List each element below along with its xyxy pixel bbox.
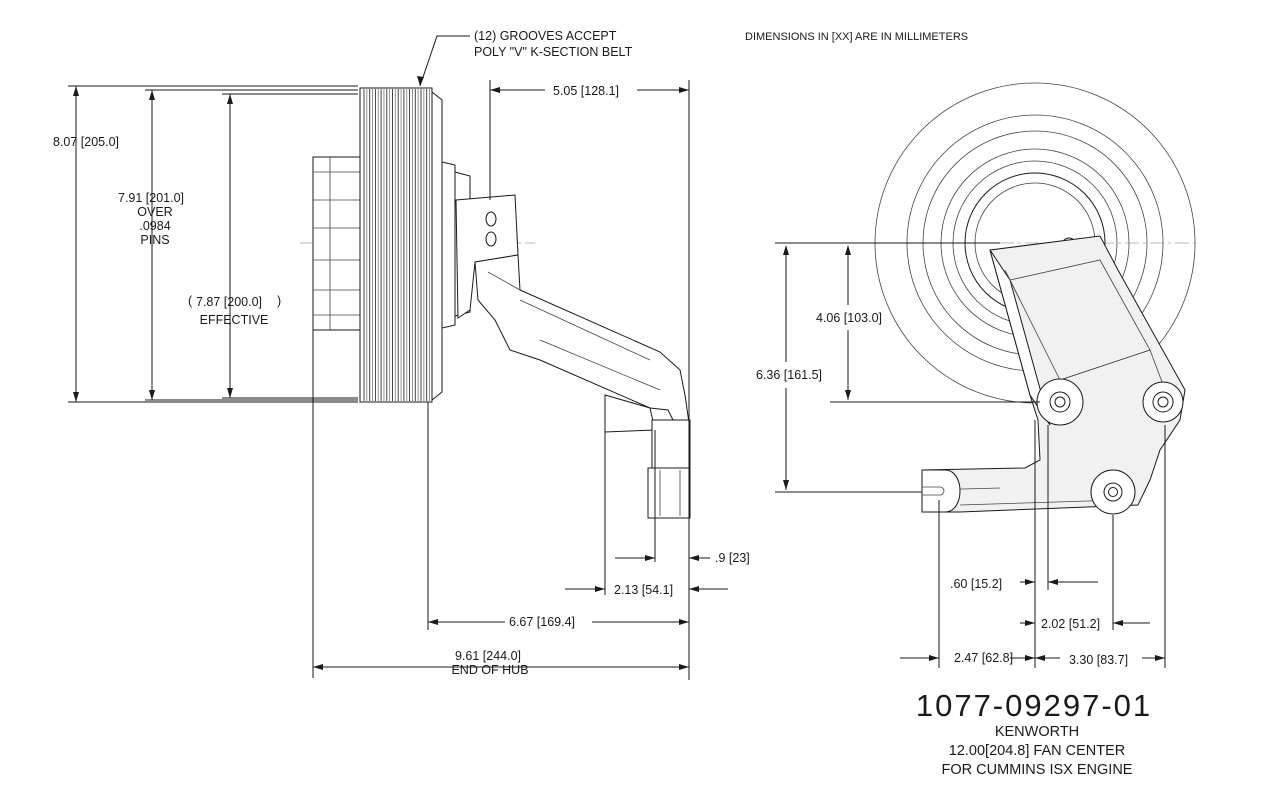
dim-effective-paren-close: )	[277, 294, 281, 308]
dim-center-to-slot: 6.36 [161.5]	[756, 368, 822, 382]
grooved-pulley	[359, 87, 443, 403]
grooves-note-line2: POLY "V" K-SECTION BELT	[474, 45, 633, 59]
dim-slot-to-center: 2.47 [62.8]	[954, 651, 1013, 665]
dim-hub-to-mount: 5.05 [128.1]	[553, 84, 619, 98]
front-bracket	[921, 235, 1186, 515]
side-bracket	[455, 194, 691, 519]
dim-over-pins-value: 7.91 [201.0]	[118, 191, 184, 205]
dim-small-offset: .9 [23]	[715, 551, 750, 565]
fan-center-spec: 12.00[204.8] FAN CENTER	[949, 743, 1126, 759]
side-vertical-dimensions	[68, 85, 358, 403]
front-horizontal-dimensions	[900, 420, 1166, 668]
dim-center-to-lower-pivot: 4.06 [103.0]	[816, 311, 882, 325]
dim-pivot-offset: 2.13 [54.1]	[614, 583, 673, 597]
vehicle-make: KENWORTH	[995, 724, 1079, 740]
dim-over-pins-l3: PINS	[140, 233, 169, 247]
dim-effective-label: EFFECTIVE	[200, 313, 269, 327]
dim-end-of-hub-label: END OF HUB	[451, 663, 528, 677]
dim-lower-hole-offset: 2.02 [51.2]	[1041, 617, 1100, 631]
side-horizontal-dimensions	[312, 80, 728, 680]
dim-end-of-hub-value: 9.61 [244.0]	[455, 649, 521, 663]
hub-body	[312, 156, 361, 331]
dim-effective-paren-open: (	[188, 294, 193, 308]
dim-over-pins-l2: .0984	[139, 219, 170, 233]
units-note: DIMENSIONS IN [XX] ARE IN MILLIMETERS	[745, 31, 968, 43]
dim-over-pins-l1: OVER	[137, 205, 172, 219]
front-vertical-dimensions	[775, 242, 1040, 493]
grooves-leader	[419, 35, 470, 87]
dim-pivot-x-offset: .60 [15.2]	[950, 577, 1002, 591]
title-block: 1077-09297-01 KENWORTH 12.00[204.8] FAN …	[916, 688, 1152, 778]
dim-pulley-to-mount: 6.67 [169.4]	[509, 615, 575, 629]
grooves-note-line1: (12) GROOVES ACCEPT	[474, 29, 617, 43]
dim-center-to-right-hole: 3.30 [83.7]	[1069, 653, 1128, 667]
side-view	[68, 35, 728, 680]
part-number: 1077-09297-01	[916, 688, 1152, 723]
engine-application: FOR CUMMINS ISX ENGINE	[942, 762, 1133, 778]
front-view	[775, 82, 1200, 668]
dim-overall-height: 8.07 [205.0]	[53, 135, 119, 149]
dim-effective-value: 7.87 [200.0]	[196, 295, 262, 309]
